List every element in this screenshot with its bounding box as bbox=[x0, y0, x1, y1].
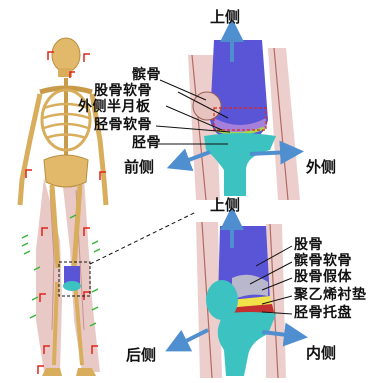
label-front-top: 前侧 bbox=[124, 160, 154, 175]
label-polyethylene-insert: 聚乙烯衬垫 bbox=[294, 288, 367, 302]
label-tibial-cartilage: 胫骨软骨 bbox=[94, 118, 152, 132]
label-up-top: 上侧 bbox=[210, 10, 240, 25]
label-tibial-tray: 胫骨托盘 bbox=[294, 306, 352, 320]
axis-lateral-top bbox=[250, 152, 292, 154]
label-femoral-cartilage: 股骨软骨 bbox=[94, 84, 152, 98]
label-back-bottom: 后侧 bbox=[126, 348, 156, 363]
top-knee-view bbox=[156, 30, 300, 200]
label-lateral-meniscus: 外侧半月板 bbox=[78, 100, 151, 114]
bottom-knee-view bbox=[176, 218, 296, 378]
label-medial-bottom: 内侧 bbox=[306, 346, 336, 361]
label-femur: 股骨 bbox=[294, 238, 323, 252]
arm-left bbox=[20, 94, 40, 205]
label-tibia: 胫骨 bbox=[132, 136, 161, 150]
pelvis bbox=[44, 155, 88, 187]
skull bbox=[52, 38, 80, 72]
leg-muscles bbox=[36, 178, 62, 372]
label-up-bottom: 上侧 bbox=[210, 198, 240, 213]
label-patellar-cartilage: 髌骨软骨 bbox=[294, 254, 352, 268]
zoom-connector bbox=[90, 212, 196, 264]
label-lateral-top: 外侧 bbox=[306, 160, 336, 175]
label-femoral-prosthesis: 股骨假体 bbox=[294, 270, 352, 284]
label-patella: 髌骨 bbox=[132, 68, 161, 82]
